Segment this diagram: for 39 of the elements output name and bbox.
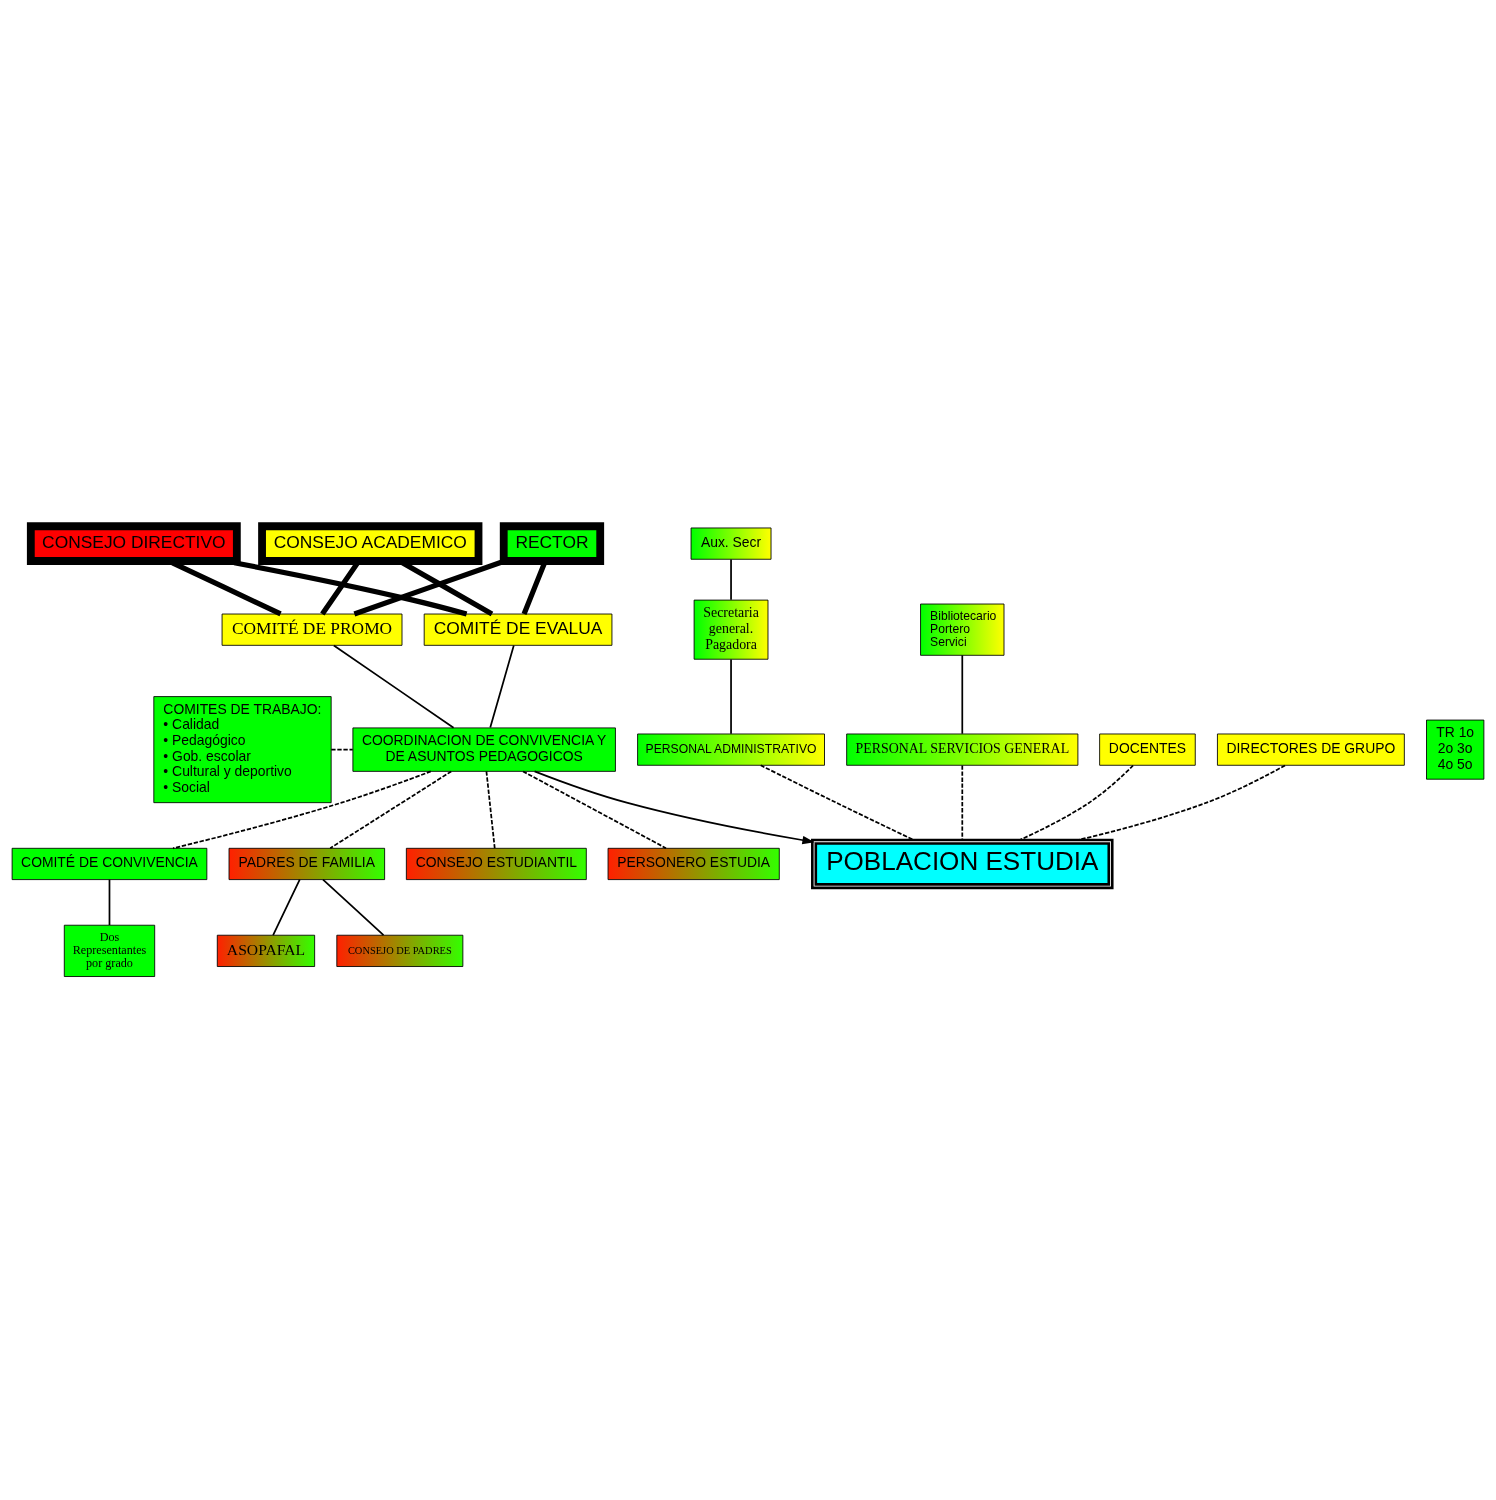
node-box: RECTOR [499,521,605,565]
node-box: Secretaria general. Pagadora [693,599,769,660]
node-box: CONSEJO DE PADRES [336,934,464,967]
connector [332,644,455,729]
connector [172,770,432,849]
arrow [533,770,815,844]
node-box: COMITÉ DE CONVIVENCIA [11,847,208,880]
node-box: DIRECTORES DE GRUPO [1217,733,1405,766]
connector [485,770,496,849]
connector [1077,764,1286,841]
connector [961,653,964,735]
connector [233,559,468,616]
connector [759,763,915,841]
node-box: DOCENTES [1099,733,1196,766]
node-box: PERSONAL ADMINISTRATIVO [637,733,825,766]
node-box: CONSEJO ESTUDIANTIL [405,847,587,880]
connector [489,644,515,728]
connector [330,748,354,750]
node-box: Bibliotecario Portero Servici [920,603,1005,656]
connector [522,770,667,849]
connector [108,878,111,926]
connector [353,559,503,616]
node-box: Aux. Secr [690,527,772,560]
node-box: COMITÉ DE EVALUA [423,613,613,646]
node-box: COMITES DE TRABAJO: • Calidad • Pedagógico • Gob. escolar • Cultural y deportivo • Social [153,695,332,803]
connector [272,878,301,936]
node-box: COMITÉ DE PROMO [221,613,403,646]
connector [730,658,732,735]
connector [329,770,453,849]
node-box: PERSONAL SERVICIOS GENERAL [846,733,1079,766]
connector [322,878,385,936]
connector [730,558,732,601]
connector [1018,764,1134,841]
node-box: COORDINACION DE CONVIVENCIA Y DE ASUNTOS PEDAGOGICOS [352,726,616,772]
node-box: PERSONERO ESTUDIA [607,847,780,880]
node-box: TR 1o 2o 3o 4o 5o [1426,719,1485,780]
node-box: Dos Representantes por grado [63,924,156,977]
node-box: PADRES DE FAMILIA [228,847,386,880]
connector [961,764,964,841]
